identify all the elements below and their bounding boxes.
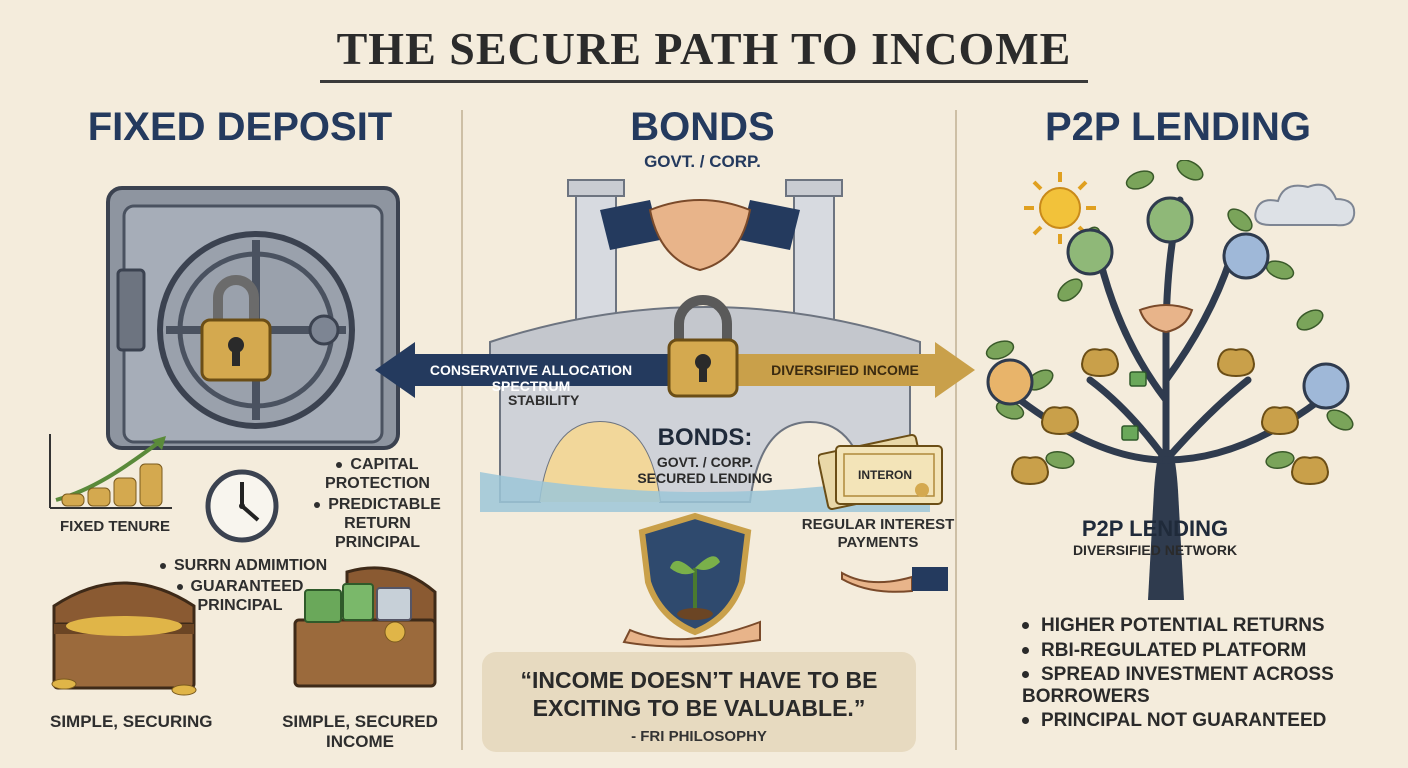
treasure-chest-coins-icon xyxy=(51,581,197,696)
treasure-chest-cash-icon xyxy=(293,566,437,688)
lending-network-tree xyxy=(985,160,1354,600)
bonds-heading: BONDS xyxy=(630,105,775,149)
column-divider-right xyxy=(955,110,957,750)
bonds-center-info: BONDS: GOVT. / CORP. SECURED LENDING xyxy=(630,424,780,486)
interest-payments-label: REGULAR INTEREST PAYMENTS xyxy=(801,516,955,551)
title-underline xyxy=(320,80,1088,83)
p2p-network-info: P2P LENDING DIVERSIFIED NETWORK xyxy=(1000,516,1310,558)
fd-bullet-capital-protection: CAPITAL PROTECTION xyxy=(325,456,430,492)
p2p-bullet-text: SPREAD INVESTMENT ACROSS BORROWERS xyxy=(1022,664,1334,707)
p2p-heading: P2P LENDING xyxy=(1045,105,1311,149)
p2p-bullet: HIGHER POTENTIAL RETURNS xyxy=(1022,614,1352,638)
fd-bullet-predictable-return: PREDICTABLE RETURN PRINCIPAL xyxy=(328,496,441,551)
handshake-icon xyxy=(600,199,800,272)
p2p-bullet-text: PRINCIPAL NOT GUARANTEED xyxy=(1041,710,1327,731)
open-hand-icon xyxy=(841,567,948,593)
growth-coins-icon xyxy=(49,434,172,509)
allocation-spectrum-arrow xyxy=(375,342,975,398)
cloud-icon xyxy=(1254,183,1356,227)
quote-box: “INCOME DOESN’T HAVE TO BE EXCITING TO B… xyxy=(482,652,916,752)
bonds-center-line2: SECURED LENDING xyxy=(637,470,773,486)
bonds-center-line1: GOVT. / CORP. xyxy=(656,454,754,470)
page-title: THE SECURE PATH TO INCOME xyxy=(336,23,1072,74)
p2p-network-title: P2P LENDING xyxy=(1081,516,1229,541)
vault-illustration xyxy=(106,186,400,450)
p2p-bullet-text: RBI-REGULATED PLATFORM xyxy=(1041,640,1307,661)
fd-bullets-mid: SURRN ADMIMTION GUARANTEED PRINCIPAL xyxy=(160,556,330,615)
fd-bullet-guaranteed-principal: GUARANTEED PRINCIPAL xyxy=(190,578,304,614)
arrow-right-label: DIVERSIFIED INCOME xyxy=(771,362,919,378)
fd-bullet-surrn: SURRN ADMIMTION xyxy=(174,557,328,574)
p2p-bullet: SPREAD INVESTMENT ACROSS BORROWERS xyxy=(1022,664,1352,708)
p2p-network-sub: DIVERSIFIED NETWORK xyxy=(1072,542,1238,558)
bullet-dot xyxy=(160,562,166,569)
bullet-dot xyxy=(1022,671,1029,679)
bonds-subheading: GOVT. / CORP. xyxy=(644,152,761,171)
quote-author: - FRI PHILOSOPHY xyxy=(631,728,767,745)
p2p-bullet: PRINCIPAL NOT GUARANTEED xyxy=(1022,709,1352,733)
certificate-text: INTERON xyxy=(858,468,912,482)
padlock-icon xyxy=(667,295,739,398)
arrow-left-label: CONSERVATIVE ALLOCATION SPECTRUM xyxy=(429,362,633,394)
bridge-columns-illustration xyxy=(480,179,930,512)
bullet-dot xyxy=(1022,717,1029,725)
clock-icon xyxy=(205,469,279,543)
bullet-dot xyxy=(1022,622,1029,630)
quote-text: “INCOME DOESN’T HAVE TO BE EXCITING TO B… xyxy=(520,667,878,721)
chest-right-label: SIMPLE, SECURED INCOME xyxy=(282,712,438,751)
bullet-dot xyxy=(1022,647,1029,655)
shield-plant-icon xyxy=(622,512,761,648)
fixed-deposit-heading: FIXED DEPOSIT xyxy=(87,105,393,149)
bullet-dot xyxy=(336,461,343,468)
fd-bullets-right: CAPITAL PROTECTION PREDICTABLE RETURN PR… xyxy=(310,455,445,552)
bullet-dot xyxy=(176,583,183,590)
certificate-icon xyxy=(818,433,943,510)
p2p-bullet: RBI-REGULATED PLATFORM xyxy=(1022,639,1352,663)
p2p-bullet-text: HIGHER POTENTIAL RETURNS xyxy=(1041,615,1325,636)
chest-left-label: SIMPLE, SECURING xyxy=(50,712,213,731)
bullet-dot xyxy=(314,501,321,508)
stability-label: STABILITY xyxy=(508,392,580,408)
p2p-bullets: HIGHER POTENTIAL RETURNS RBI-REGULATED P… xyxy=(1022,614,1352,734)
bonds-center-heading: BONDS: xyxy=(657,424,753,451)
column-divider-left xyxy=(461,110,463,750)
fixed-tenure-label: FIXED TENURE xyxy=(60,518,171,535)
